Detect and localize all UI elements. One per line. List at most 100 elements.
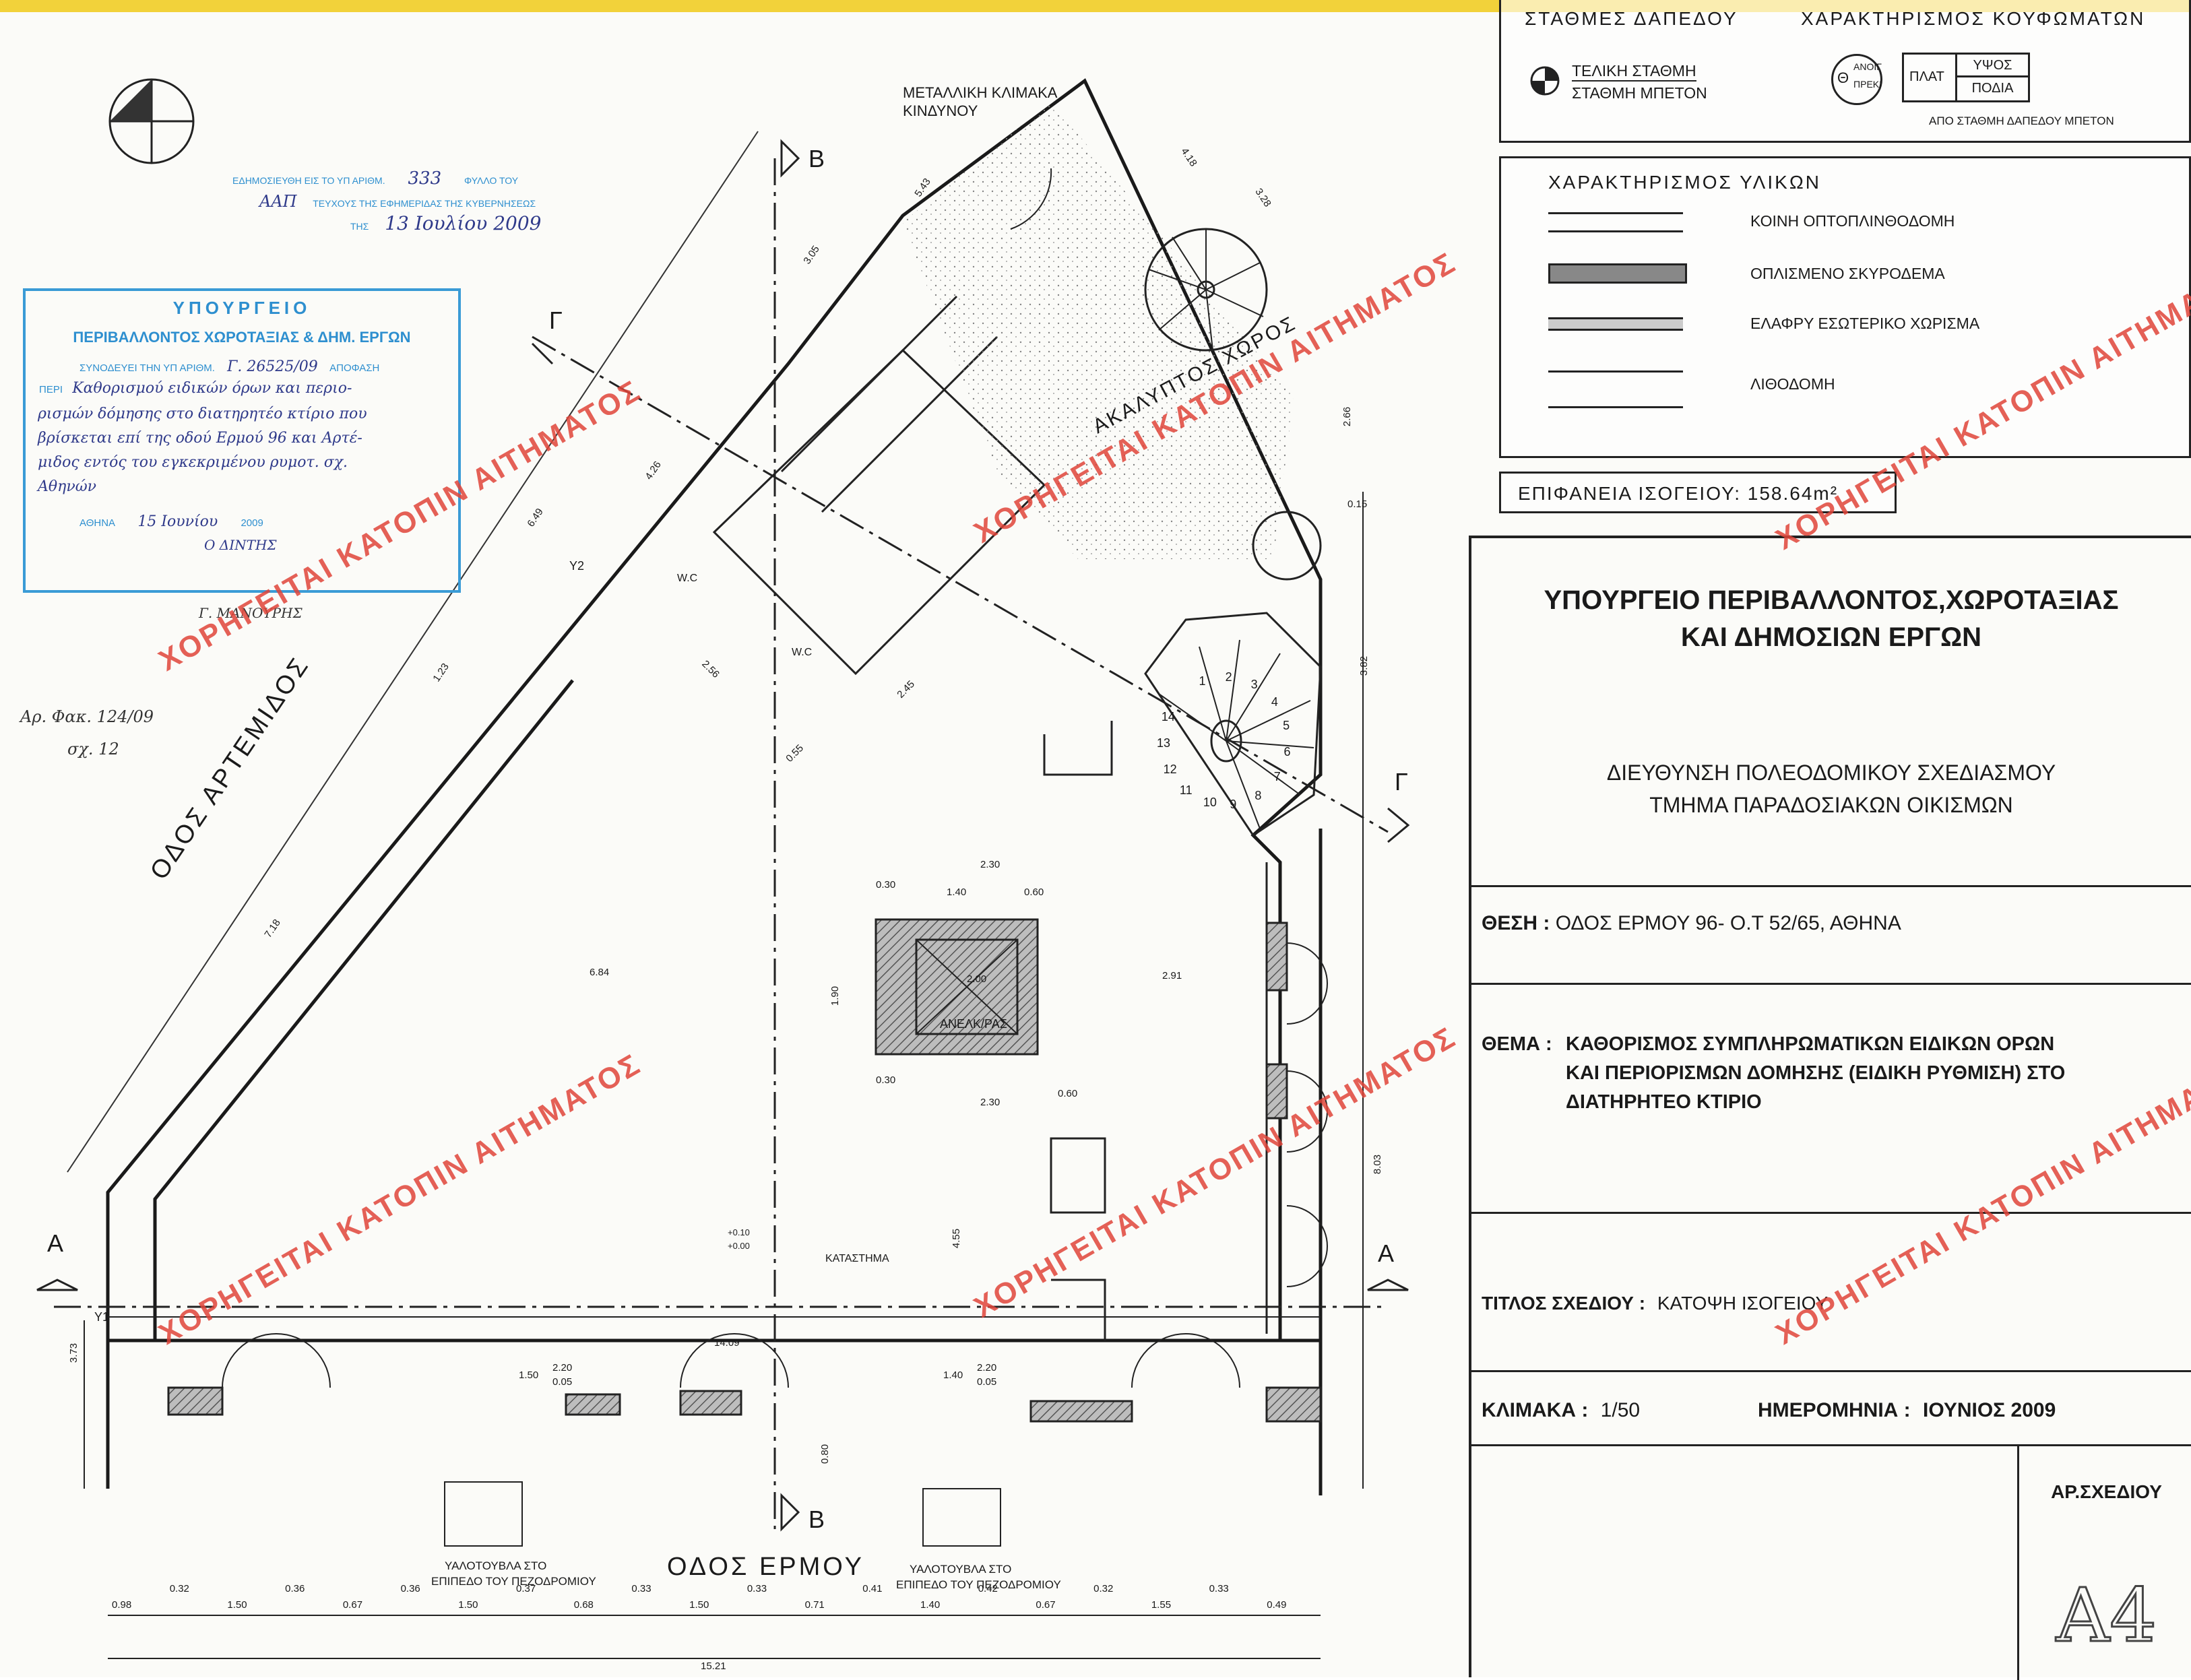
- stamp-peri: ΠΕΡΙ: [39, 384, 63, 395]
- dim-200: 2.00: [967, 973, 986, 985]
- title-block: ΥΠΟΥΡΓΕΙΟ ΠΕΡΙΒΑΛΛΟΝΤΟΣ,ΧΩΡΟΤΑΞΙΑΣ ΚΑΙ Δ…: [1469, 536, 2191, 1677]
- dim-190: 1.90: [829, 986, 841, 1006]
- dim-291: 2.91: [1162, 970, 1182, 981]
- material-brick-swatch: [1548, 212, 1683, 232]
- tb-ministry-2: ΚΑΙ ΔΗΜΟΣΙΩΝ ΕΡΓΩΝ: [1471, 622, 2191, 653]
- stamp-subject-3: βρίσκεται επί της οδού Ερμού 96 και Αρτέ…: [38, 430, 362, 447]
- dim-total: 15.21: [701, 1660, 726, 1672]
- tb-drawing-row: ΤΙΤΛΟΣ ΣΧΕΔΙΟΥ : ΚΑΤΟΨΗ ΙΣΟΓΕΙΟΥ: [1482, 1293, 1828, 1314]
- bottom-dimension-label: 0.68: [574, 1599, 594, 1611]
- bottom-dimension-label: 1.40: [920, 1599, 940, 1611]
- stair-step-number: 8: [1255, 789, 1261, 803]
- bottom-dimension-label: 0.32: [1093, 1583, 1113, 1594]
- publication-series: ΑΑΠ: [259, 192, 297, 211]
- opening-note: ΑΠΟ ΣΤΑΘΜΗ ΔΑΠΕΔΟΥ ΜΠΕΤΟΝ: [1929, 115, 2114, 128]
- publication-line-2: ΑΑΠ ΤΕΥΧΟΥΣ ΤΗΣ ΕΦΗΜΕΡΙΔΑΣ ΤΗΣ ΚΥΒΕΡΝΗΣΕ…: [259, 192, 536, 211]
- wc-label-2: W.C: [792, 647, 812, 659]
- section-g-right: Γ: [1395, 768, 1408, 796]
- opening-plat: ΠΛΑΤ: [1909, 69, 1944, 85]
- drawing-ref-note: σχ. 12: [67, 740, 119, 758]
- opening-width-2: 1.40: [943, 1369, 963, 1381]
- bottom-dimension-label: 0.36: [401, 1583, 420, 1594]
- stair-step-number: 10: [1203, 796, 1217, 810]
- dim-front: 14.09: [714, 1337, 740, 1349]
- tb-dept-2: ΤΜΗΜΑ ΠΑΡΑΔΟΣΙΑΚΩΝ ΟΙΚΙΣΜΩΝ: [1471, 793, 2191, 818]
- tb-number: Α4: [2019, 1572, 2191, 1658]
- section-a-right: Α: [1378, 1239, 1394, 1268]
- dim-230-top: 2.30: [980, 859, 1000, 870]
- bottom-dimension-label: 0.33: [631, 1583, 651, 1594]
- stamp-date: 15 Ιουνίου: [137, 513, 218, 530]
- stair-step-number: 7: [1274, 770, 1281, 784]
- tb-subject-label: ΘΕΜΑ :: [1482, 1033, 1552, 1056]
- dim-684: 6.84: [590, 967, 609, 978]
- tb-subject-2: ΚΑΙ ΠΕΡΙΟΡΙΣΜΩΝ ΔΟΜΗΣΗΣ (ΕΙΔΙΚΗ ΡΥΘΜΙΣΗ)…: [1566, 1062, 2065, 1085]
- dim-060-top: 0.60: [1024, 886, 1044, 898]
- legend-levels-openings: ΣΤΑΘΜΕΣ ΔΑΠΕΔΟΥ ΧΑΡΑΚΤΗΡΙΣΜΟΣ ΚΟΥΦΩΜΑΤΩΝ…: [1499, 0, 2191, 143]
- opening-anoig: ΑΝΟΙΓ: [1853, 61, 1882, 72]
- opening-width-1: 1.50: [519, 1369, 538, 1381]
- stamp-date-label: ΑΘΗΝΑ: [80, 517, 115, 529]
- material-brick: ΚΟΙΝΗ ΟΠΤΟΠΛΙΝΘΟΔΟΜΗ: [1750, 212, 1955, 230]
- tb-date-label: ΗΜΕΡΟΜΗΝΙΑ :: [1758, 1399, 1911, 1421]
- tb-ministry-1: ΥΠΟΥΡΓΕΙΟ ΠΕΡΙΒΑΛΛΟΝΤΟΣ,ΧΩΡΟΤΑΞΙΑΣ: [1471, 585, 2191, 616]
- tb-scale-row: ΚΛΙΜΑΚΑ : 1/50: [1482, 1399, 1640, 1422]
- stamp-director: Ο ΔΙΝΤΗΣ: [204, 537, 277, 553]
- level-symbol-icon: [1528, 64, 1562, 98]
- section-b-top: Β: [808, 145, 825, 173]
- section-g-top: Γ: [549, 306, 563, 335]
- dim-030-top: 0.30: [876, 879, 895, 891]
- stair-step-number: 11: [1180, 783, 1193, 798]
- stair-step-number: 5: [1283, 719, 1290, 733]
- bottom-dimension-label: 0.98: [112, 1599, 131, 1611]
- tb-scale: 1/50: [1601, 1399, 1640, 1421]
- publication-line-3: ΤΗΣ 13 Ιουλίου 2009: [350, 212, 541, 234]
- north-arrow: [110, 79, 193, 163]
- glass-block-label-1b: ΕΠΙΠΕΔΟ ΤΟΥ ΠΕΖΟΔΡΟΜΙΟΥ: [431, 1575, 596, 1588]
- file-number-note: Αρ. Φακ. 124/09: [20, 707, 154, 726]
- fire-stair-label-2: ΚΙΝΔΥΝΟΥ: [903, 102, 978, 120]
- stamp-subtitle: ΠΕΡΙΒΑΛΛΟΝΤΟΣ ΧΩΡΟΤΑΞΙΑΣ & ΔΗΜ. ΕΡΓΩΝ: [26, 329, 458, 346]
- level-zero: +0.00: [728, 1241, 750, 1251]
- tb-dept-1: ΔΙΕΥΘΥΝΣΗ ΠΟΛΕΟΔΟΜΙΚΟΥ ΣΧΕΔΙΑΣΜΟΥ: [1471, 761, 2191, 785]
- dim-060-bottom: 0.60: [1058, 1088, 1077, 1099]
- publication-issue: 333: [408, 168, 441, 189]
- publication-date: 13 Ιουλίου 2009: [385, 212, 541, 234]
- bottom-dimension-label: 1.50: [689, 1599, 709, 1611]
- opening-preki: ΠΡΕΚΙ: [1853, 79, 1882, 90]
- dim-455: 4.55: [951, 1229, 962, 1248]
- bottom-dimension-label: 1.50: [458, 1599, 478, 1611]
- publication-date-label: ΤΗΣ: [350, 221, 369, 232]
- bottom-dimension-chain: [108, 1317, 1321, 1658]
- stamp-subject-2: ρισμών δόμησης στο διατηρητέο κτίριο που: [38, 406, 367, 422]
- masonry-blocks: [168, 919, 1321, 1421]
- opening-podia: ΠΟΔΙΑ: [1955, 77, 2028, 100]
- legend-openings-title: ΧΑΡΑΚΤΗΡΙΣΜΟΣ ΚΟΥΦΩΜΑΤΩΝ: [1801, 8, 2145, 30]
- open-space-area: [903, 101, 1294, 559]
- opening-code: Θ: [1837, 69, 1849, 87]
- section-b-bottom: Β: [808, 1506, 825, 1534]
- legend-materials: ΧΑΡΑΚΤΗΡΙΣΜΟΣ ΥΛΙΚΩΝ ΚΟΙΝΗ ΟΠΤΟΠΛΙΝΘΟΔΟΜ…: [1499, 156, 2191, 458]
- tb-location-label: ΘΕΣΗ :: [1482, 912, 1550, 934]
- stair-step-number: 4: [1271, 695, 1278, 709]
- material-stone: ΛΙΘΟΔΟΜΗ: [1750, 375, 1835, 393]
- tb-number-label: ΑΡ.ΣΧΕΔΙΟΥ: [2019, 1481, 2191, 1503]
- dim-373: 3.73: [68, 1343, 80, 1363]
- legend-concrete-level: ΣΤΑΘΜΗ ΜΠΕΤΟΝ: [1572, 84, 1707, 102]
- opening-size-box: ΠΛΑΤ ΥΨΟΣ ΠΟΔΙΑ: [1902, 53, 2030, 102]
- glass-block-label-2a: ΥΑΛΟΤΟΥΒΛΑ ΣΤΟ: [910, 1563, 1011, 1576]
- material-partition: ΕΛΑΦΡΥ ΕΣΩΤΕΡΙΚΟ ΧΩΡΙΣΜΑ: [1750, 315, 1979, 333]
- stamp-subject-5: Αθηνών: [38, 478, 96, 495]
- dim-140-top: 1.40: [947, 886, 966, 898]
- legend-final-level: ΤΕΛΙΚΗ ΣΤΑΘΜΗ: [1572, 62, 1696, 82]
- legend-levels-title: ΣΤΑΘΜΕΣ ΔΑΠΕΔΟΥ: [1525, 8, 1738, 30]
- material-concrete-swatch: [1548, 263, 1687, 284]
- stamp-ref-tail: ΑΠΟΦΑΣΗ: [329, 362, 379, 374]
- tb-date: ΙΟΥΝΙΟΣ 2009: [1923, 1399, 2056, 1421]
- bottom-dimension-label: 0.71: [805, 1599, 825, 1611]
- bottom-dimension-label: 0.33: [747, 1583, 767, 1594]
- bottom-dimension-label: 0.41: [862, 1583, 882, 1594]
- stamp-date-row: ΑΘΗΝΑ 15 Ιουνίου 2009: [80, 513, 263, 530]
- publication-text: ΕΔΗΜΟΣΙΕΥΘΗ ΕΙΣ ΤΟ ΥΠ ΑΡΙΘΜ.: [232, 175, 385, 186]
